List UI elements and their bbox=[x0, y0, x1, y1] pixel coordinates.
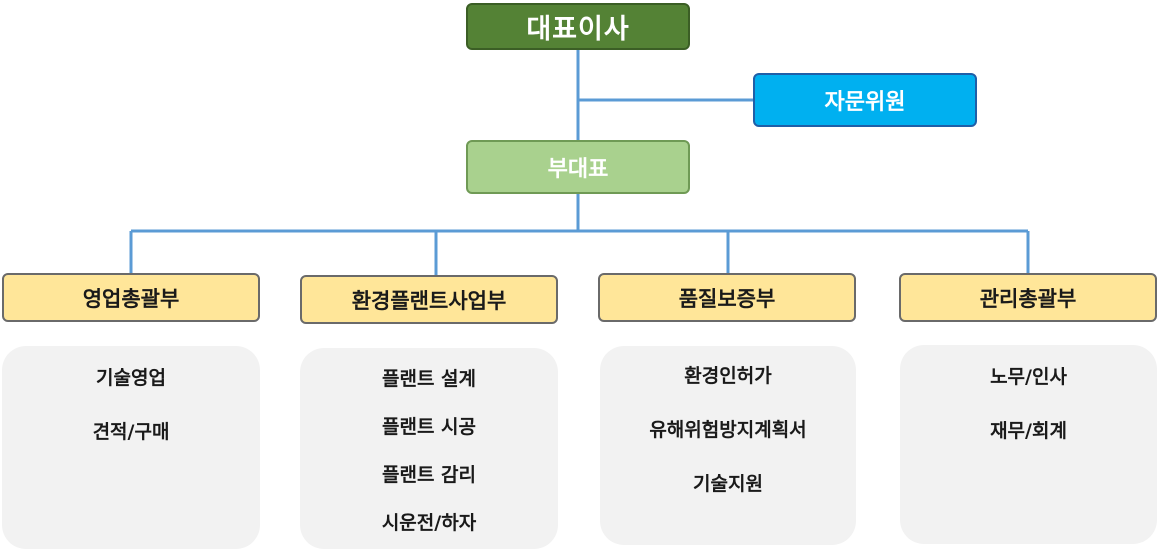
task-item: 기술지원 bbox=[693, 473, 763, 495]
quality-tasks-panel: 환경인허가 유해위험방지계획서 기술지원 bbox=[600, 346, 856, 545]
task-item: 플랜트 감리 bbox=[381, 464, 476, 486]
task-item: 플랜트 시공 bbox=[381, 416, 476, 438]
task-item: 시운전/하자 bbox=[381, 512, 477, 534]
plant-tasks-panel: 플랜트 설계 플랜트 시공 플랜트 감리 시운전/하자 bbox=[300, 348, 558, 549]
department-sales: 영업총괄부 bbox=[2, 273, 260, 322]
task-item: 기술영업 bbox=[96, 367, 166, 389]
task-item: 유해위험방지계획서 bbox=[649, 419, 807, 441]
ceo-box: 대표이사 bbox=[466, 3, 690, 50]
task-item: 재무/회계 bbox=[990, 420, 1067, 442]
ceo-label: 대표이사 bbox=[526, 14, 630, 45]
task-item: 노무/인사 bbox=[990, 366, 1067, 388]
department-label: 환경플랜트사업부 bbox=[351, 288, 507, 313]
sales-tasks-panel: 기술영업 견적/구매 bbox=[2, 346, 260, 549]
vice-president-label: 부대표 bbox=[547, 157, 609, 182]
department-label: 품질보증부 bbox=[678, 286, 776, 311]
advisor-box: 자문위원 bbox=[753, 73, 977, 127]
department-plant: 환경플랜트사업부 bbox=[300, 275, 558, 324]
task-item: 견적/구매 bbox=[92, 421, 170, 443]
department-label: 영업총괄부 bbox=[82, 286, 180, 311]
vice-president-box: 부대표 bbox=[466, 140, 690, 194]
advisor-label: 자문위원 bbox=[824, 90, 906, 115]
department-quality: 품질보증부 bbox=[598, 273, 856, 322]
task-item: 환경인허가 bbox=[684, 365, 772, 387]
admin-tasks-panel: 노무/인사 재무/회계 bbox=[900, 345, 1157, 544]
department-admin: 관리총괄부 bbox=[899, 273, 1157, 322]
department-label: 관리총괄부 bbox=[979, 286, 1077, 311]
task-item: 플랜트 설계 bbox=[381, 368, 476, 390]
